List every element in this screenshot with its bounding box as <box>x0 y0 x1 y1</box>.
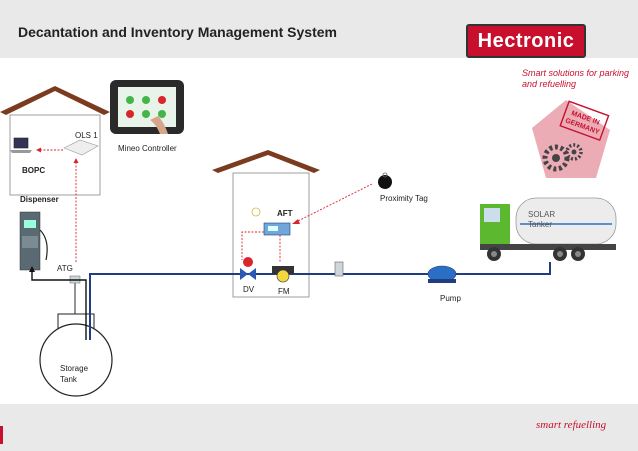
aft-device-icon <box>251 207 291 236</box>
flow-meter-icon <box>272 266 294 283</box>
gears-icon <box>542 143 583 172</box>
atg-label: ATG <box>57 264 73 273</box>
proximity-arrow <box>292 183 373 224</box>
hectronic-logo: Hectronic <box>466 24 586 58</box>
data-arrows <box>36 147 79 262</box>
proximity-tag-label: Proximity Tag <box>380 194 428 203</box>
check-valve-icon <box>334 261 344 277</box>
control-lines <box>241 231 281 262</box>
office-house <box>0 86 110 196</box>
aft-label: AFT <box>277 209 293 218</box>
mineo-controller-label: Mineo Controller <box>118 144 177 153</box>
solar-tanker-label: SOLAR Tanker <box>528 210 556 229</box>
dispenser-icon <box>19 211 48 271</box>
fm-label: FM <box>278 287 290 296</box>
ols-label: OLS 1 <box>75 131 98 140</box>
proximity-tag-icon <box>378 172 392 189</box>
storage-tank <box>39 313 113 397</box>
dv-valve-icon <box>240 257 256 280</box>
tanker-truck <box>480 197 617 261</box>
dv-label: DV <box>243 285 255 294</box>
pump-label: Pump <box>440 294 461 303</box>
dispenser-label: Dispenser <box>20 195 59 204</box>
tagline-text: Smart solutions for parking and refuelli… <box>522 68 630 89</box>
made-in-germany-stamp: MADE IN GERMANY <box>532 100 610 178</box>
bopc-label: BOPC <box>22 166 46 175</box>
page-title: Decantation and Inventory Management Sys… <box>18 24 337 40</box>
pump-icon <box>427 265 457 283</box>
footer-tagline: smart refuelling <box>536 419 607 431</box>
main-pipeline <box>89 262 551 340</box>
footer-bar <box>0 404 638 451</box>
footer-accent <box>0 426 3 444</box>
laptop-icon <box>10 137 32 153</box>
suction-line <box>29 266 87 340</box>
decant-house <box>212 150 320 298</box>
mineo-controller-icon <box>110 80 184 134</box>
storage-tank-label: Storage Tank <box>60 364 89 384</box>
ols-device-icon <box>63 139 99 156</box>
